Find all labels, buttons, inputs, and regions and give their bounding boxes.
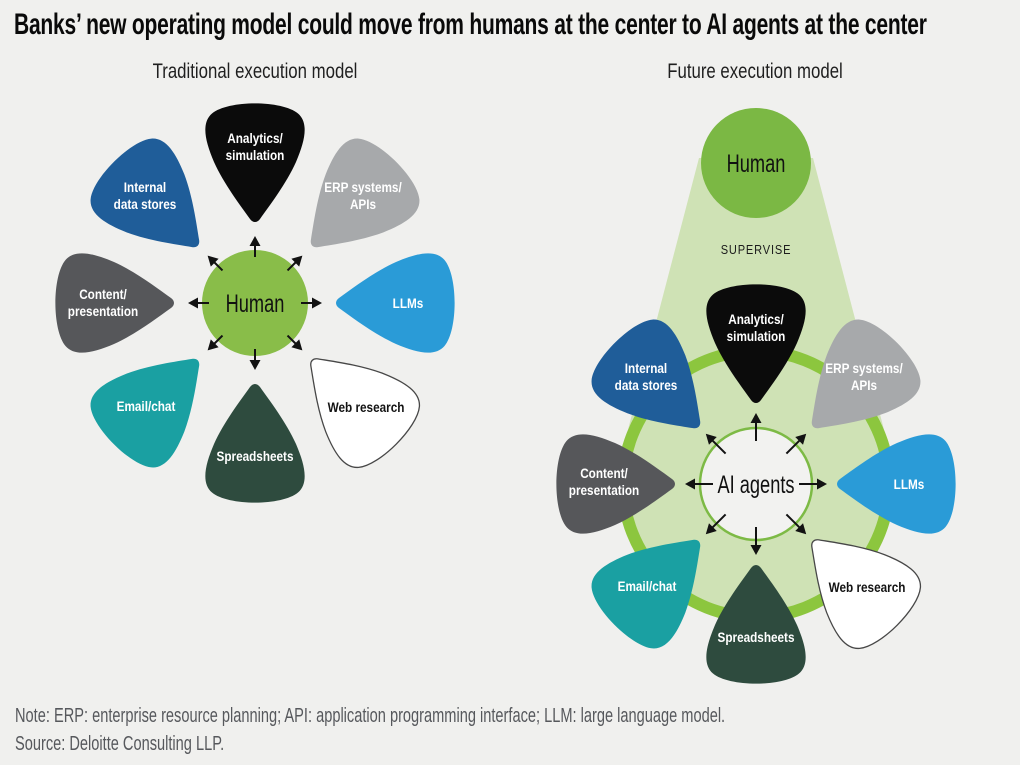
human-center-label: Human (226, 289, 285, 318)
petal-label-analytics-simulation-left: Analytics/simulation (226, 130, 285, 163)
petal-label-content-presentation-right: Content/presentation (569, 465, 640, 498)
petal-label-email-chat-left: Email/chat (117, 398, 176, 414)
petal-label-spreadsheets-left: Spreadsheets (216, 448, 293, 464)
petal-label-content-presentation-left: Content/presentation (68, 286, 139, 319)
petal-label-spreadsheets-right: Spreadsheets (717, 629, 794, 645)
ai-agents-center-label: AI agents (717, 470, 794, 499)
human-supervisor-label: Human (727, 149, 786, 178)
petal-label-erp-systems-apis-right: ERP systems/APIs (825, 360, 903, 393)
petal-label-analytics-simulation-right: Analytics/simulation (727, 311, 786, 344)
note-text: Note: ERP: enterprise resource planning;… (15, 705, 726, 727)
supervise-label: SUPERVISE (721, 242, 792, 257)
petal-label-email-chat-right: Email/chat (618, 578, 677, 594)
traditional-flower: Human Analytics/simulation ERP systems/A… (55, 103, 455, 503)
source-text: Source: Deloitte Consulting LLP. (15, 733, 225, 755)
left-panel-subtitle: Traditional execution model (152, 60, 358, 83)
petal-label-web-research-left: Web research (328, 399, 405, 415)
human-supervisor-circle (701, 108, 811, 218)
figure-title: Banks’ new operating model could move fr… (14, 8, 927, 41)
petal-label-erp-systems-apis-left: ERP systems/APIs (324, 179, 402, 212)
human-center-circle (202, 250, 308, 356)
future-flower: Human SUPERVISE AI agents Analytics/simu… (556, 108, 956, 684)
petal-label-llms-right: LLMs (894, 476, 925, 492)
petal-label-llms-left: LLMs (393, 295, 424, 311)
right-panel-subtitle: Future execution model (667, 60, 843, 83)
petal-label-web-research-right: Web research (829, 579, 906, 595)
petal-spreadsheets-left (205, 384, 305, 503)
